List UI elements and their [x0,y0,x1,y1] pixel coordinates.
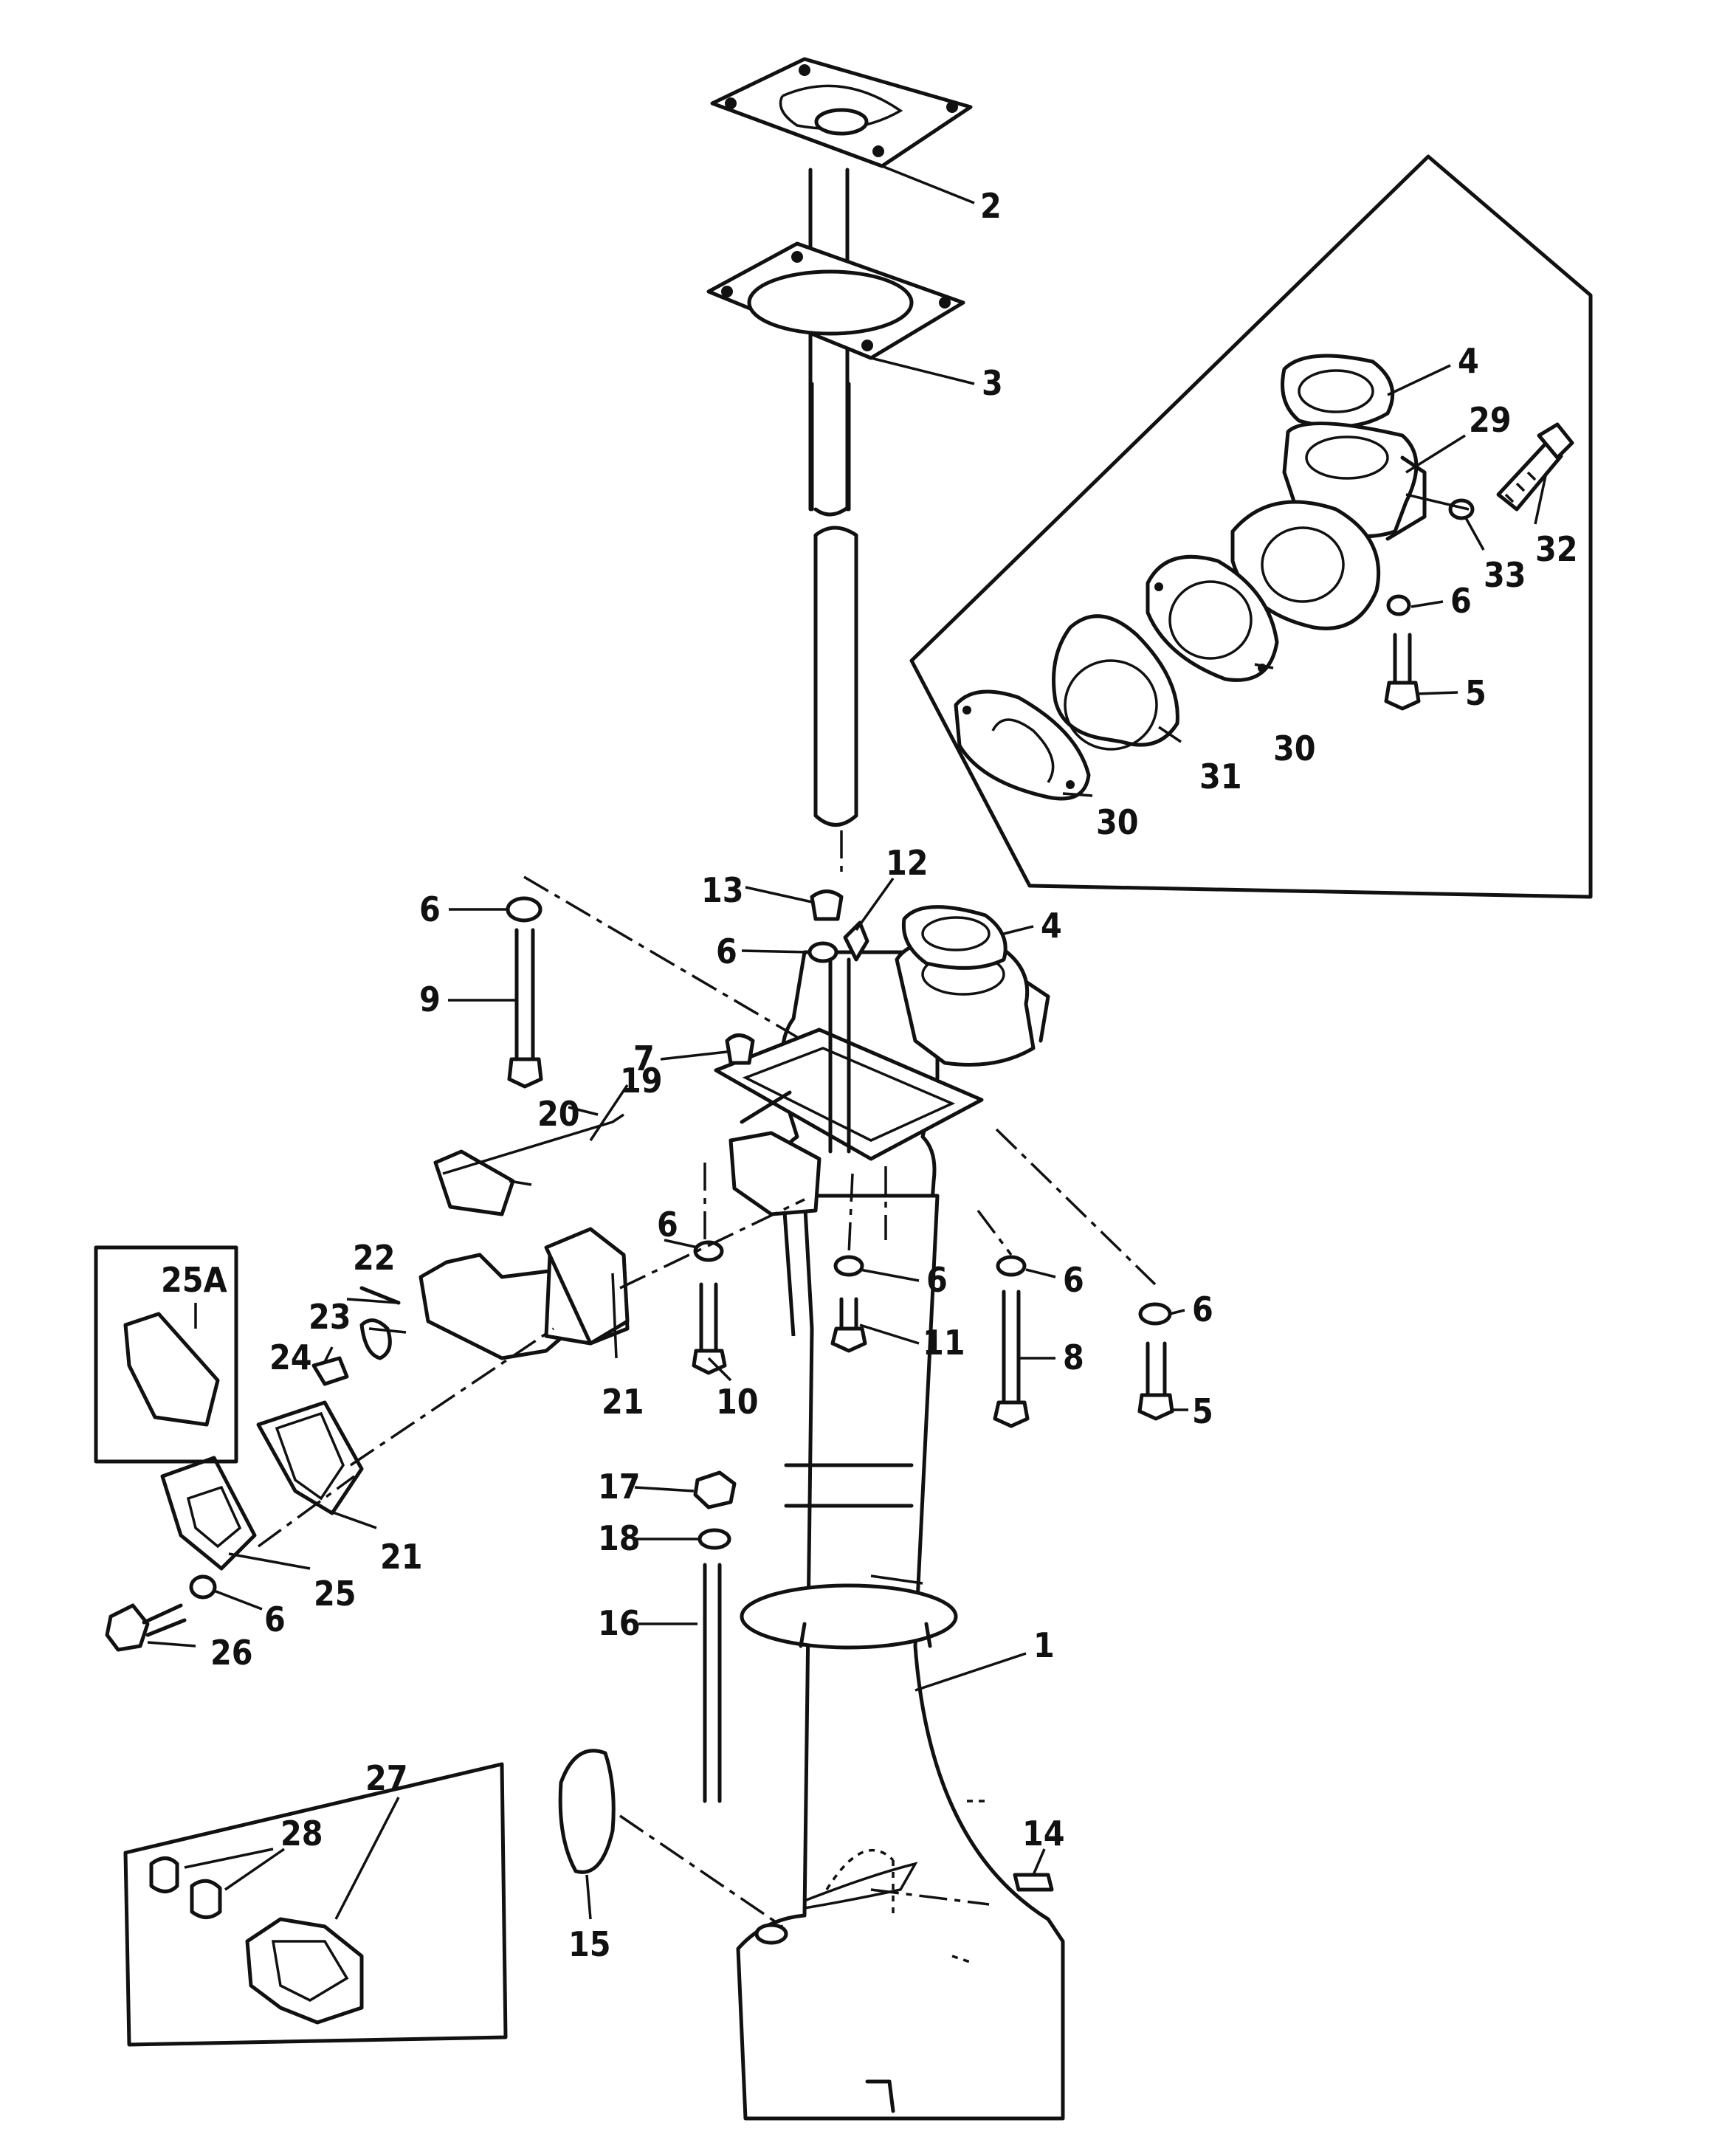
inset-block-kit [123,1762,508,2047]
callout-19: 19 [620,1061,663,1101]
callout-23: 23 [309,1297,351,1337]
inset-exhaust-adapter-kit [909,154,1593,899]
callout-32: 32 [1535,529,1578,569]
callout-5b: 5 [1192,1391,1213,1431]
callout-14: 14 [1022,1814,1065,1853]
callout-6f: 6 [1063,1260,1084,1300]
callout-13: 13 [701,870,744,910]
callout-31: 31 [1199,757,1242,796]
alignment-lines [257,875,1157,1928]
callout-7: 7 [633,1039,655,1078]
driveshaft-housing [714,905,1065,2121]
callout-3: 3 [982,363,1003,403]
bypass-block-group [94,1149,630,1571]
callout-9: 9 [419,980,441,1019]
callout-18: 18 [598,1518,641,1558]
callout-6g: 6 [1192,1290,1213,1329]
callout-12: 12 [886,843,929,883]
callout-8: 8 [1063,1338,1084,1377]
callout-28: 28 [280,1814,323,1853]
callout-25a: 25A [161,1260,227,1300]
callout-21b: 21 [380,1537,423,1577]
callout-15: 15 [568,1924,611,1964]
callout-21a: 21 [602,1382,644,1422]
callout-6b: 6 [419,889,441,929]
callout-6c: 6 [716,932,737,971]
callout-16: 16 [598,1603,641,1643]
callout-11: 11 [923,1323,965,1363]
washer [506,896,542,923]
callout-20: 20 [537,1094,580,1134]
callout-17: 17 [598,1467,641,1507]
callout-6a: 6 [1450,581,1472,621]
callout-labels: 1 2 3 4 4 5 5 6 6 6 6 6 6 6 6 7 8 9 10 1… [161,186,1578,1964]
leader-lines [147,165,1188,1920]
callout-25: 25 [314,1574,356,1614]
exhaust-tube-assembly [706,57,973,878]
callout-30b: 30 [1096,802,1139,842]
callout-22: 22 [353,1238,396,1278]
callout-1: 1 [1033,1625,1055,1665]
callout-4b: 4 [1041,906,1062,946]
callout-30a: 30 [1273,729,1316,768]
callout-2: 2 [980,186,1002,226]
callout-6h: 6 [264,1600,286,1639]
callout-10: 10 [716,1382,759,1422]
callout-6d: 6 [657,1205,678,1244]
callout-24: 24 [269,1338,312,1377]
exhaust-tube [813,526,858,827]
callout-27: 27 [365,1758,408,1798]
callout-4a: 4 [1458,341,1479,381]
callout-5a: 5 [1465,673,1487,713]
callout-33: 33 [1484,555,1526,595]
callout-6e: 6 [926,1260,948,1300]
callout-26: 26 [210,1633,253,1673]
callout-29: 29 [1469,400,1512,440]
